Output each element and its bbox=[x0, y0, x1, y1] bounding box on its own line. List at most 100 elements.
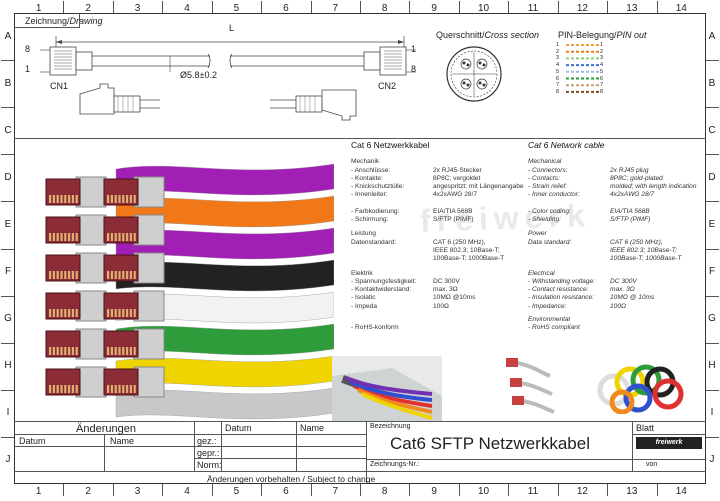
spec-de-power-row: IEEE 802.3; 10Base-T; bbox=[351, 247, 524, 255]
grid-row-J-left: J bbox=[5, 454, 11, 466]
pinout-right-pin: 1 bbox=[600, 42, 604, 48]
rj45-pin bbox=[126, 195, 129, 203]
pinout-right-pin: 3 bbox=[600, 55, 604, 62]
pinout-label: PIN-Belegung/PIN out bbox=[558, 30, 647, 40]
rj45-plug bbox=[45, 292, 81, 320]
checked-by-label: gepr.: bbox=[197, 448, 220, 458]
pinout-right-pin: 6 bbox=[600, 75, 604, 82]
grid-column-4-top: 4 bbox=[184, 3, 190, 14]
rj45-pin bbox=[75, 233, 78, 241]
spec-en-mech-value: 4x2xAWG 28/7 bbox=[610, 191, 655, 199]
spec-de-elec-label: - Impeda bbox=[351, 302, 378, 310]
cable-band bbox=[115, 291, 334, 324]
spec-en-mech-row: - Strain relief: molded; with length indi… bbox=[528, 183, 697, 191]
rj45-pin bbox=[126, 271, 129, 279]
spec-en-mech-value: 2x RJ45 plug bbox=[610, 166, 649, 174]
rj45-pin bbox=[107, 271, 110, 279]
spec-de-mech-value: 2x RJ45-Stecker bbox=[433, 166, 482, 174]
grid-column-14-top: 14 bbox=[675, 3, 687, 14]
cable-band bbox=[115, 259, 334, 292]
cable-band bbox=[115, 387, 334, 420]
spec-en-mech-label: - Inner conductor: bbox=[528, 191, 580, 199]
rj45-pin bbox=[133, 195, 136, 203]
rj45-pin bbox=[60, 195, 63, 203]
rj45-pin bbox=[64, 195, 67, 203]
rj45-pin bbox=[107, 233, 110, 241]
spec-de-elec-value: DC 300V bbox=[433, 277, 460, 285]
spec-en-mech-value: molded; with length indication bbox=[610, 183, 697, 191]
rj45-pin bbox=[49, 385, 52, 393]
rj45-pin bbox=[118, 347, 121, 355]
photo-cables-switch bbox=[332, 356, 442, 421]
rj45-pin bbox=[122, 271, 125, 279]
designation-label: Bezeichnung bbox=[370, 423, 411, 430]
cable-band bbox=[115, 163, 334, 196]
rj45-pin bbox=[49, 347, 52, 355]
grid-column-1-top: 1 bbox=[35, 3, 42, 14]
spec-en-elec-row: - Insulation resistance:10MΩ @ 10ms bbox=[528, 294, 697, 302]
rj45-pin bbox=[129, 195, 132, 203]
connector-shell bbox=[75, 176, 107, 208]
rj45-pin bbox=[110, 195, 113, 203]
rj45-pin bbox=[68, 195, 71, 203]
rj45-pin bbox=[49, 195, 52, 203]
grid-row-C-left: C bbox=[4, 124, 12, 136]
grid-column-7-bottom: 7 bbox=[332, 486, 339, 497]
name-header: Name bbox=[300, 423, 325, 433]
cn1-pin-1: 1 bbox=[25, 64, 31, 74]
spec-en-power-label bbox=[528, 255, 610, 263]
pinout-diagram bbox=[566, 44, 600, 93]
grid-row-E-left: E bbox=[4, 218, 12, 230]
rj45-pin bbox=[122, 347, 125, 355]
spec-de-elec-value: 100Ω bbox=[433, 302, 449, 310]
pinout-left-pin: 7 bbox=[556, 82, 560, 89]
pinout-right-pin: 8 bbox=[600, 88, 604, 95]
rj45-pin bbox=[133, 309, 136, 317]
rj45-pin bbox=[110, 309, 113, 317]
rj45-plug bbox=[103, 368, 139, 396]
grid-column-1-bottom: 1 bbox=[35, 486, 42, 497]
spec-de-mech-label: - Kontakte: bbox=[351, 174, 383, 182]
rj45-pin bbox=[71, 309, 74, 317]
spec-de-mech-row: - Anschlüsse:2x RJ45-Stecker bbox=[351, 167, 524, 175]
grid-row-G-left: G bbox=[4, 313, 12, 325]
rj45-pin bbox=[114, 195, 117, 203]
rj45-pin bbox=[56, 309, 59, 317]
rj45-pin bbox=[60, 309, 63, 317]
specs-de-elec-heading: Elektrik bbox=[351, 269, 373, 277]
rj45-pin bbox=[110, 233, 113, 241]
specs-en-mech-heading: Mechanical bbox=[528, 158, 562, 166]
grid-column-14-bottom: 14 bbox=[675, 486, 687, 497]
changes-name-header: Name bbox=[110, 436, 135, 446]
grid-column-5-bottom: 5 bbox=[233, 486, 240, 497]
rj45-pin bbox=[129, 385, 132, 393]
spec-de-elec-label: - Kontaktwiderstand: bbox=[351, 286, 412, 294]
rj45-pin bbox=[68, 271, 71, 279]
cn1-pin-8: 8 bbox=[25, 44, 31, 54]
rj45-pin bbox=[56, 195, 59, 203]
spec-de-mech-value: 4x2xAWG 28/7 bbox=[433, 191, 478, 199]
specs-de-rohs: - RoHS-konform bbox=[351, 324, 399, 332]
spec-en-power-value: 100Base-T; 1000Base-T bbox=[610, 255, 682, 263]
spec-en-mech2-label: - Color coding: bbox=[528, 207, 571, 215]
rj45-pin bbox=[114, 347, 117, 355]
spec-de-power-label: Datenstandard: bbox=[351, 238, 397, 246]
spec-en-mech-label: - Strain relief: bbox=[528, 183, 568, 191]
connector-shell bbox=[133, 214, 165, 246]
spec-en-elec-value: 100Ω bbox=[610, 302, 627, 310]
rj45-pin bbox=[133, 347, 136, 355]
spec-de-power-value: 100Base-T; 1000Base-T bbox=[433, 255, 505, 263]
outer-frame bbox=[14, 13, 706, 484]
rj45-pin bbox=[64, 309, 67, 317]
rj45-pin bbox=[133, 271, 136, 279]
specs-de-heading: Cat 6 Netzwerkkabel bbox=[351, 140, 430, 150]
rj45-pin bbox=[129, 233, 132, 241]
rj45-plug bbox=[103, 330, 139, 358]
rj45-pin bbox=[118, 309, 121, 317]
spec-en-mech2-row: - Color coding:EIA/TIA 568B bbox=[528, 208, 697, 216]
cn2-pin-1: 1 bbox=[411, 44, 417, 54]
grid-column-12-top: 12 bbox=[576, 3, 588, 14]
